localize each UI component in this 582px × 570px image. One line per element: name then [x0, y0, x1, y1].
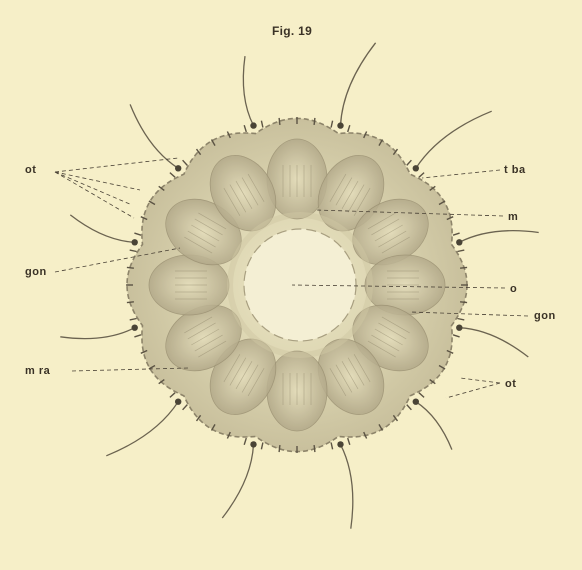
leader-ot-left-4 [55, 172, 134, 218]
tentacle-bulb [337, 441, 343, 447]
leader-ot-right-2 [460, 378, 500, 383]
rim-tick [127, 267, 134, 268]
label-o: o [510, 283, 517, 295]
rim-tick [130, 319, 137, 320]
tentacle [60, 328, 134, 339]
label-m-ra: m ra [25, 365, 50, 377]
tentacle-bulb [132, 239, 138, 245]
tentacle-bulb [250, 122, 256, 128]
label-t-ba: t ba [504, 164, 526, 176]
rim-tick [314, 445, 315, 452]
tentacle-bulb [413, 399, 419, 405]
rim-tick [183, 405, 188, 410]
tentacle [341, 444, 353, 528]
tentacle [222, 444, 253, 518]
label-ot-left: ot [25, 164, 36, 176]
rim-tick [457, 319, 464, 320]
rim-tick [419, 393, 424, 398]
rim-tick [127, 302, 134, 303]
leader-ot-left-1 [55, 158, 178, 172]
tentacle-bulb [337, 122, 343, 128]
tentacle [459, 231, 538, 243]
rim-tick [261, 443, 263, 450]
rim-tick [457, 250, 464, 251]
rim-tick [279, 445, 280, 452]
rim-tick [170, 173, 175, 178]
rim-tick [314, 118, 315, 125]
rim-tick [348, 125, 350, 132]
tentacle [416, 111, 492, 168]
leader-ot-left-3 [55, 172, 132, 205]
tentacle [243, 56, 253, 126]
leader-ot-left-2 [55, 172, 140, 190]
tentacle-bulb [456, 239, 462, 245]
rim-tick [331, 443, 333, 450]
tentacle [459, 328, 528, 357]
tentacle [130, 104, 178, 168]
tentacle [416, 402, 452, 450]
rim-tick [244, 125, 246, 132]
rim-tick [331, 121, 333, 128]
label-gon-right: gon [534, 310, 556, 322]
rim-tick [407, 405, 412, 410]
rim-tick [130, 250, 137, 251]
rim-tick [348, 438, 350, 445]
tentacle-bulb [413, 165, 419, 171]
rim-tick [419, 173, 424, 178]
rim-tick [453, 233, 460, 235]
label-m: m [508, 211, 518, 223]
rim-tick [453, 335, 460, 337]
tentacle-bulb [132, 325, 138, 331]
leader-ot-right-1 [446, 383, 500, 398]
rim-tick [460, 302, 467, 303]
tentacle-bulb [175, 399, 181, 405]
rim-tick [407, 160, 412, 165]
tentacle [341, 43, 376, 126]
tentacle-bulb [250, 441, 256, 447]
leader-t-ba [422, 170, 500, 178]
tentacle [106, 402, 178, 456]
rim-tick [183, 160, 188, 165]
rim-tick [261, 121, 263, 128]
figure-title: Fig. 19 [272, 24, 312, 38]
rim-tick [244, 438, 246, 445]
rim-tick [134, 233, 141, 235]
tentacle [70, 215, 134, 242]
rim-tick [134, 335, 141, 337]
tentacle-bulb [175, 165, 181, 171]
rim-tick [279, 118, 280, 125]
rim-tick [460, 267, 467, 268]
rim-tick [170, 393, 175, 398]
label-gon-left: gon [25, 266, 47, 278]
label-ot-right: ot [505, 378, 516, 390]
tentacle-bulb [456, 325, 462, 331]
